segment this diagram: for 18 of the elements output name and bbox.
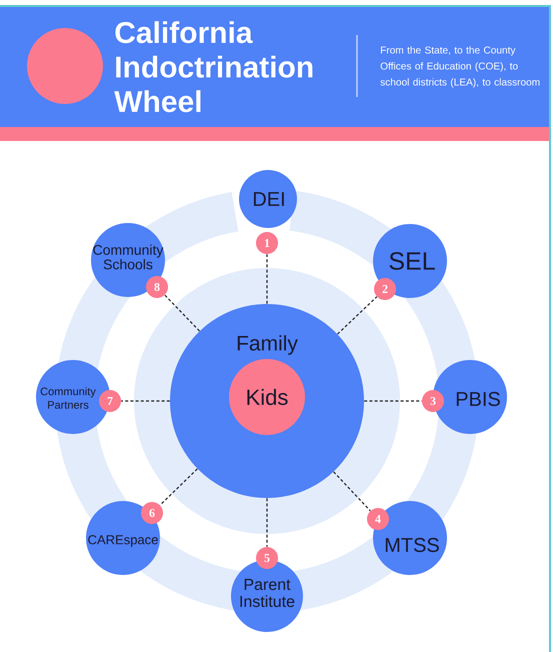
- number-badge: 3: [422, 390, 444, 412]
- dashed-line: [333, 471, 371, 512]
- title: California Indoctrination Wheel: [114, 21, 312, 112]
- number-badge: 2: [374, 278, 396, 300]
- dashed-line: [364, 400, 422, 402]
- number-badge: 1: [256, 232, 278, 254]
- dashed-line: [266, 254, 268, 304]
- number-badge: 8: [146, 276, 168, 298]
- number-badge: 6: [141, 502, 163, 524]
- number-badge: 5: [256, 547, 278, 569]
- dashed-line: [164, 294, 200, 332]
- dashed-line: [266, 498, 268, 547]
- subtitle: From the State, to the County Offices of Education (COE), to school districts (LEA), to classroom: [380, 46, 540, 88]
- dashed-line: [337, 296, 378, 335]
- number-badge: 7: [99, 390, 121, 412]
- number-badge: 4: [367, 508, 389, 530]
- dashed-line: [160, 468, 198, 506]
- dashed-line: [121, 400, 170, 402]
